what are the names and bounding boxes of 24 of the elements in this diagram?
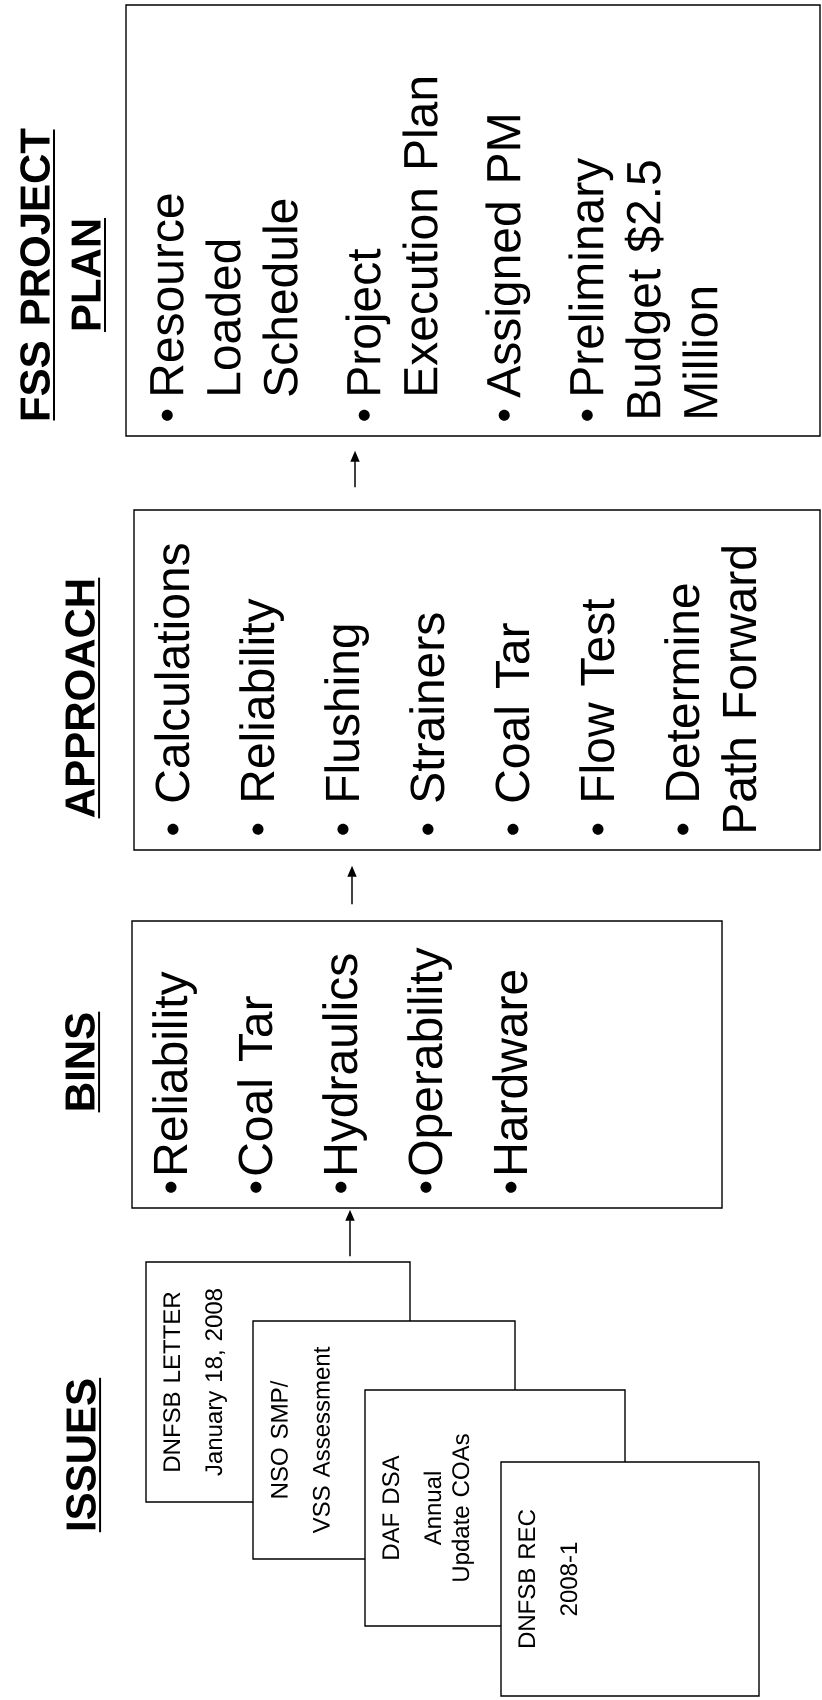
node-label: Hydraulics — [322, 954, 367, 1173]
heading: APPROACH — [65, 576, 101, 820]
list-box: Resource Loaded Schedule Project Execution Plan Assigned PM Preliminary Budget $2.5 Million — [125, 4, 821, 437]
node-label: Strainers — [409, 613, 445, 802]
node-label: Flushing — [324, 625, 369, 800]
list-box: Reliability Coal Tar Hydraulics Operability Hardware — [131, 920, 723, 1209]
node-label: Operability — [407, 947, 452, 1175]
node-label: Preliminary Budget $2.5 Million — [568, 157, 718, 417]
node-label: Hardware — [492, 970, 528, 1173]
node-label: Coal Tar — [237, 996, 273, 1175]
node-label: Resource Loaded Schedule — [150, 194, 298, 396]
node-label: Assigned PM — [485, 116, 531, 398]
heading: BINS — [65, 1010, 101, 1114]
node-label: Reliability — [152, 971, 197, 1173]
node-label: Calculations — [154, 544, 190, 802]
node-label: Determine Path Forward — [664, 547, 757, 831]
document-card: DNFSB REC 2008-1 — [500, 1461, 760, 1697]
node-label: Flow Test — [579, 598, 615, 800]
heading: FSS PROJECT PLAN — [20, 128, 106, 422]
heading: ISSUES — [66, 1376, 102, 1534]
list-box: Calculations Reliability Flushing Strainers Coal Tar Flow Test Determine Path Forward — [133, 509, 821, 851]
node-label: Coal Tar — [494, 623, 530, 802]
node-label: Reliability — [239, 598, 284, 800]
node-label: Project Execution Plan — [345, 78, 438, 394]
